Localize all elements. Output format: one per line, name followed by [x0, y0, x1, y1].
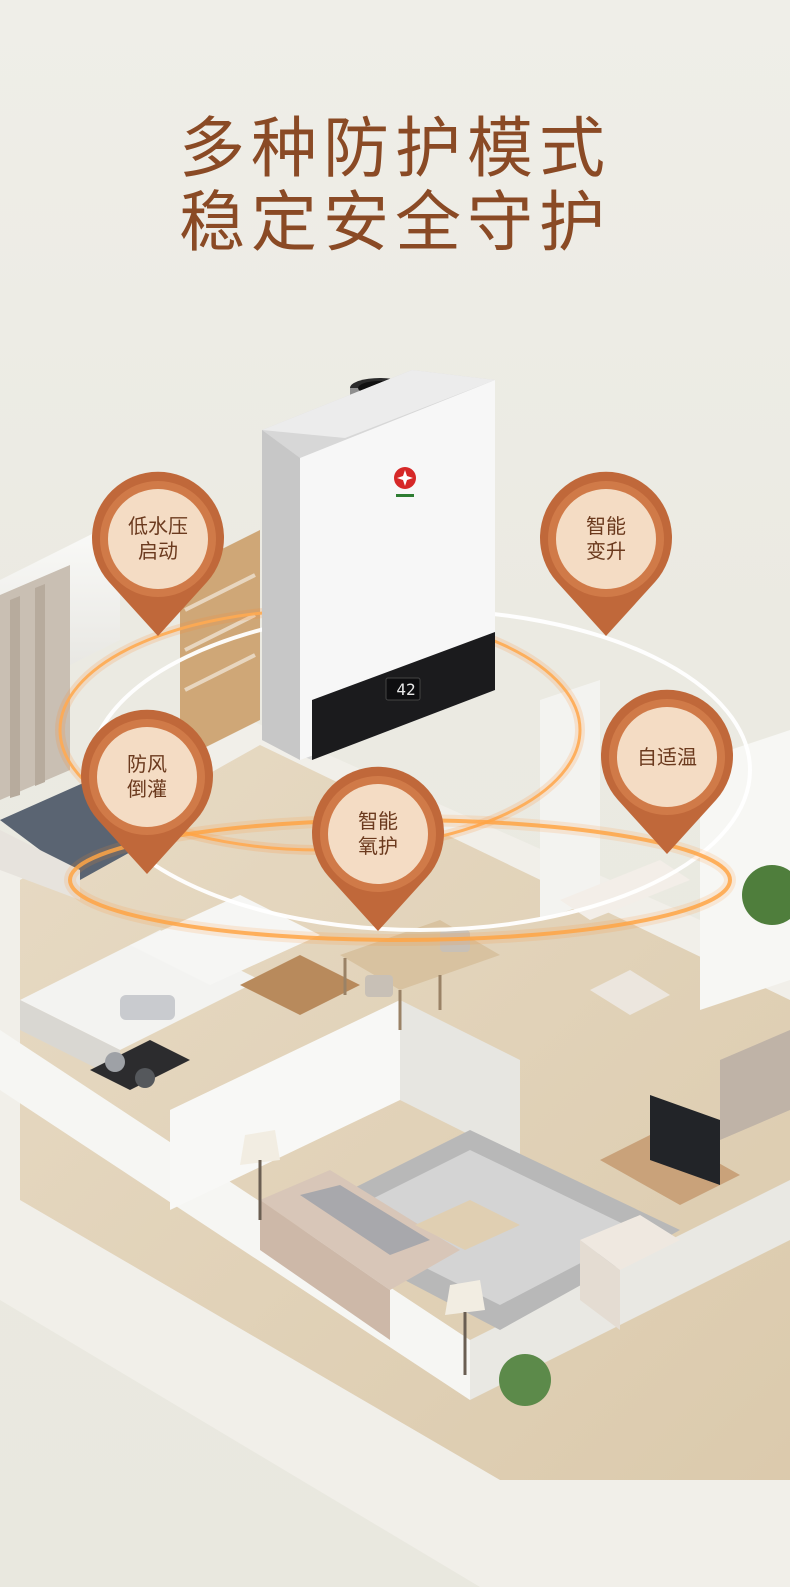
pin-marker-icon	[312, 766, 444, 931]
feature-pin-adaptive-temp: 自适温	[598, 688, 736, 858]
feature-label: 低水压 启动	[128, 514, 188, 563]
feature-pin-anti-backdraft: 防风 倒灌	[78, 708, 216, 878]
heater-display: 42	[396, 680, 416, 699]
feature-pin-smart-rise: 智能 变升	[537, 470, 675, 640]
headline-line-1: 多种防护模式	[179, 110, 611, 187]
feature-pin-smart-oxygen: 智能 氧护	[309, 765, 447, 935]
feature-label: 防风 倒灌	[127, 752, 167, 801]
feature-pin-low-pressure: 低水压 启动	[89, 470, 227, 640]
pin-marker-icon	[81, 709, 214, 874]
headline: 多种防护模式 稳定安全守护	[0, 112, 790, 260]
feature-label: 智能 氧护	[358, 809, 398, 858]
pin-marker-icon	[601, 689, 733, 854]
headline-line-2: 稳定安全守护	[179, 184, 611, 261]
feature-label: 自适温	[637, 744, 697, 769]
pin-marker-icon	[540, 471, 672, 636]
water-heater	[262, 370, 495, 760]
pin-marker-icon	[92, 471, 225, 636]
feature-label: 智能 变升	[586, 514, 626, 563]
